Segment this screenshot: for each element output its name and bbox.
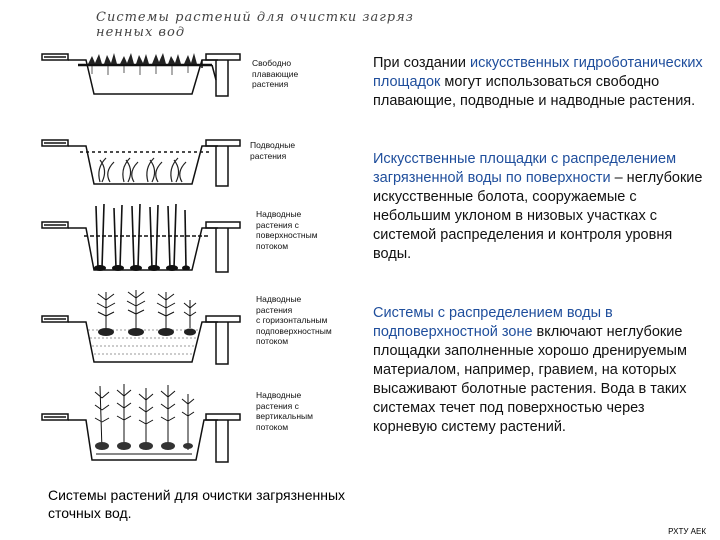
diagram-horizontal-subsurface	[41, 290, 241, 365]
handwritten-title: Системы растений для очистки загряз ненн…	[96, 10, 414, 40]
paragraph-intro-highlight: искусственных гидроботанических площадок	[373, 55, 703, 90]
diagram-vertical-flow	[41, 384, 241, 463]
paragraph-intro-after: могут использоваться свободно плавающие,…	[373, 74, 696, 109]
footer-credit: РХТУ АЕК	[668, 527, 706, 536]
figure-caption: Системы растений для очистки загрязненны…	[48, 487, 346, 521]
label-horizontal-subsurface: Надводные растения с горизонтальным подп…	[256, 294, 332, 346]
paragraph-subsurface-after: включают неглубокие площадки заполненные…	[373, 324, 687, 435]
diagram-free-floating	[41, 53, 241, 97]
diagram-surface-flow	[41, 203, 241, 273]
handwritten-title-line1: Системы растений для очистки загряз	[96, 10, 414, 25]
paragraph-intro-before: При создании	[373, 55, 471, 71]
paragraph-subsurface: Системы с распределением воды в подповер…	[373, 304, 703, 437]
paragraph-surface-flow: Искусственные площадки с распределением …	[373, 150, 703, 264]
paragraph-subsurface-highlight: Системы с распределением воды в подповер…	[373, 305, 613, 340]
handwritten-title-line2: ненных вод	[96, 25, 186, 40]
label-surface-flow: Надводные растения с поверхностным поток…	[256, 209, 318, 251]
label-submerged: Подводные растения	[250, 140, 296, 161]
paragraph-intro: При создании искусственных гидроботаниче…	[373, 54, 703, 111]
paragraph-surface-flow-highlight: Искусственные площадки с распределением …	[373, 151, 677, 186]
label-vertical-flow: Надводные растения с вертикальным потоко…	[256, 390, 313, 432]
label-free-floating: Свободно плавающие растения	[252, 58, 299, 89]
diagram-submerged	[41, 139, 241, 187]
paragraph-surface-flow-after: – неглубокие искусственные болота, соору…	[373, 170, 703, 262]
